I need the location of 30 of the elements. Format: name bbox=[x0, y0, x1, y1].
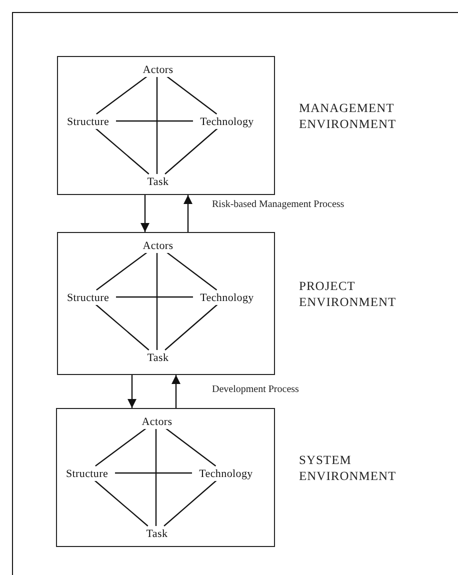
connector-line bbox=[164, 128, 218, 174]
connector-line bbox=[155, 428, 157, 526]
environment-label: MANAGEMENT ENVIRONMENT bbox=[299, 100, 398, 132]
environment-box bbox=[57, 56, 275, 195]
connector-line bbox=[115, 296, 193, 298]
connector-line bbox=[166, 252, 218, 290]
connector-line bbox=[164, 304, 218, 350]
environment-box bbox=[57, 232, 275, 375]
environment-label: SYSTEM ENVIRONMENT bbox=[299, 452, 398, 484]
connector-line bbox=[115, 120, 193, 122]
arrow bbox=[140, 195, 150, 232]
connector-line bbox=[96, 252, 148, 290]
edge-label: Risk-based Management Process bbox=[212, 199, 344, 211]
arrow bbox=[128, 375, 136, 408]
connector-line bbox=[166, 76, 218, 114]
connector-line bbox=[95, 428, 147, 466]
environment-label: PROJECT ENVIRONMENT bbox=[299, 278, 398, 310]
connector-line bbox=[114, 472, 192, 474]
connector-line bbox=[94, 304, 150, 350]
connector-line bbox=[96, 76, 148, 114]
edge-label: Development Process bbox=[212, 384, 299, 396]
connector-line bbox=[156, 76, 158, 174]
connector-line bbox=[164, 480, 218, 526]
connector-line bbox=[164, 428, 216, 466]
environment-box bbox=[56, 408, 275, 547]
connector-line bbox=[156, 252, 158, 350]
connector-line bbox=[94, 480, 148, 526]
connector-line bbox=[94, 128, 150, 174]
arrow bbox=[184, 195, 192, 232]
arrow bbox=[172, 375, 180, 408]
